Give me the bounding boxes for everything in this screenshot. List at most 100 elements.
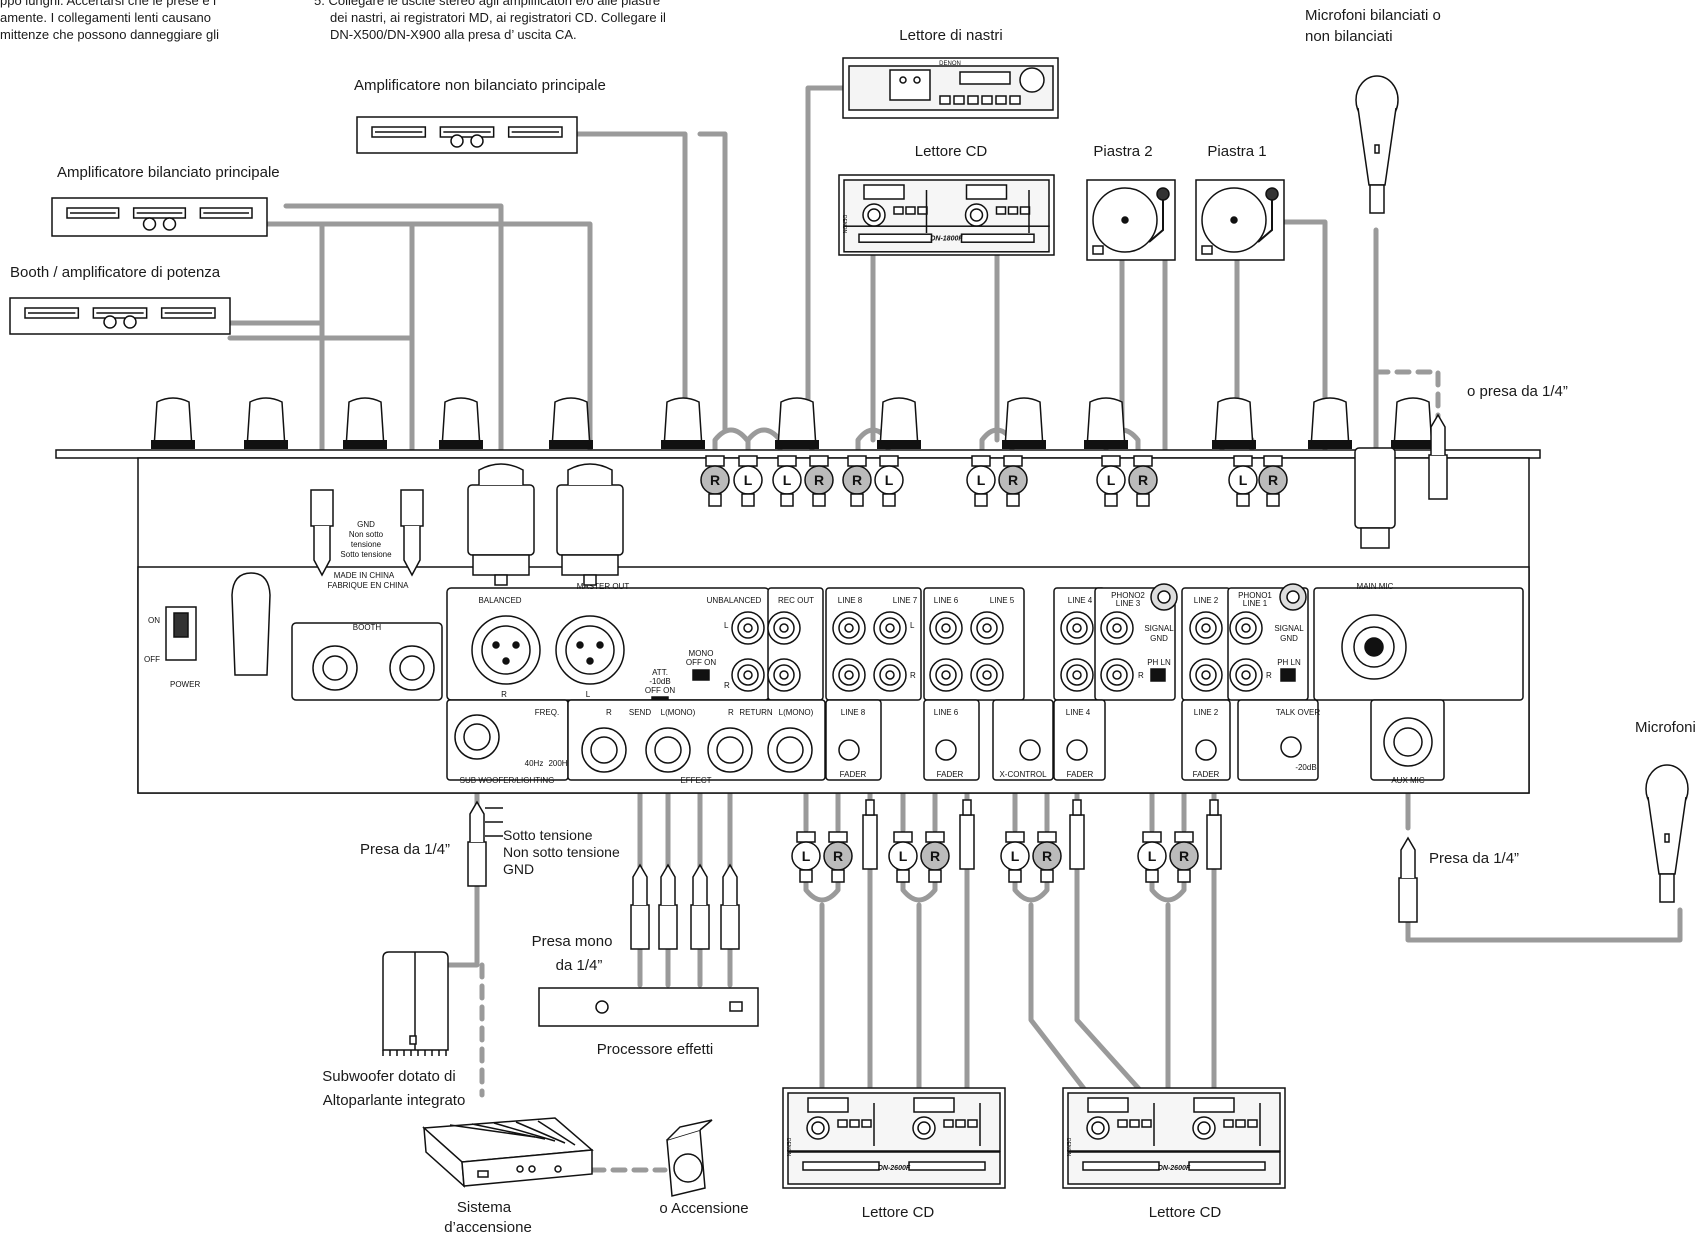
cd-player-top-button (893, 206, 904, 215)
rca-plug-top-letter: L (1239, 472, 1248, 488)
fader-text: FADER (840, 770, 867, 779)
booth-jack-l-inner (399, 655, 425, 681)
rca-plug-bottom-collar (796, 831, 816, 843)
tape-button (967, 95, 979, 105)
cd-player-bottom-1-display (913, 1097, 955, 1113)
subwoofer-label-line2: Altoparlante integrato (322, 1092, 466, 1109)
mixer-knob-base (343, 440, 387, 449)
intro-left-line: ppo lunghi. Accertarsi che le prese e i (0, 0, 217, 8)
line7-text: LINE 7 (893, 596, 918, 605)
cd-player-bottom-2-label: Lettore CD (1148, 1204, 1222, 1221)
fx-jack-inner (716, 736, 744, 764)
rca-plug-top-tip (780, 493, 794, 507)
mic-top-connector (1369, 184, 1385, 214)
booth-plug-body (400, 489, 424, 527)
xlr-plug-top (478, 463, 524, 485)
turntable-2-label: Piastra 2 (1093, 143, 1153, 160)
r-text: R (910, 671, 916, 680)
power-on-text: ON (148, 616, 160, 625)
cd-player-bottom-1-tray (908, 1161, 986, 1171)
tape-denon-text: DENON (939, 61, 961, 67)
jack-p2-r-pin (1112, 670, 1122, 680)
unbalanced-amplifier-knob (450, 134, 464, 148)
rca-plug-bottom-tip (799, 869, 813, 883)
ring-cold-label: Non sotto tensione (503, 844, 620, 860)
mixer-knob (879, 397, 919, 449)
fx-mono-plug-tip (722, 863, 738, 905)
rca-plug-bottom-tip (928, 869, 942, 883)
rca-plug-top-collar (1263, 455, 1283, 467)
unbalanced-amplifier-knob (470, 134, 484, 148)
cd-player-bottom-1-display (807, 1097, 849, 1113)
send-text: SEND (629, 708, 651, 717)
cable-booth-l (227, 320, 325, 498)
cd-player-bottom-1-denon-text: DENON (785, 1138, 791, 1156)
power-off-text: OFF (144, 655, 160, 664)
effect-section (567, 699, 826, 781)
mics-top-label-line1: Microfoni bilanciati o (1305, 7, 1441, 24)
line6-text: LINE 6 (934, 596, 959, 605)
xlr-r-text: R (501, 690, 507, 699)
rca-plug-bottom-collar (893, 831, 913, 843)
jack-rec-l-pin (779, 623, 789, 633)
tape-player-label: Lettore di nastri (899, 27, 1003, 44)
fader-l4-jack (1066, 739, 1088, 761)
fx-jack-inner (776, 736, 804, 764)
balanced-text: BALANCED (478, 596, 521, 605)
main-mic-combo-center (1364, 637, 1384, 657)
signal-gnd-2-knob-c (1157, 590, 1171, 604)
fader-line4-text: LINE 4 (1066, 708, 1091, 717)
cable-b1-loop (803, 877, 841, 903)
mixer-knob (1393, 397, 1433, 449)
rca-plug-bottom-tip (1177, 869, 1191, 883)
phln-text: PH LN (1147, 658, 1171, 667)
fader-plug-tip (962, 799, 972, 816)
cd-player-bottom-1-button (837, 1119, 848, 1128)
att-text: ATT. (652, 668, 668, 677)
rca-plug-top-letter: R (814, 472, 824, 488)
mic-top-switch (1374, 144, 1380, 154)
xlr-pin (596, 641, 604, 649)
cd-player-top-jog-inner (867, 208, 881, 222)
xlr-plug-end (583, 574, 597, 586)
fx-mono-plug-body (720, 904, 740, 950)
fader-l8-section (825, 699, 882, 781)
mixer-knob-base (549, 440, 593, 449)
turntable-1-start-button (1201, 245, 1213, 255)
r-text: R (1138, 671, 1144, 680)
rca-plug-bottom-collar (828, 831, 848, 843)
rca-plug-top-letter: R (1138, 472, 1148, 488)
x-control-text: X-CONTROL (999, 770, 1047, 779)
fader-l2-jack (1195, 739, 1217, 761)
xlr-pin (576, 641, 584, 649)
sub-jack-inner (463, 723, 491, 751)
cable-cd2-a (1028, 902, 1088, 1093)
signal-gnd-text: SIGNAL (1144, 624, 1174, 633)
fader-text: FADER (1193, 770, 1220, 779)
rca-plug-bottom-tip (1008, 869, 1022, 883)
rca-plug-top-collar (738, 455, 758, 467)
rca-plug-top-letter: L (977, 472, 986, 488)
cd-player-bottom-2-jog-inner (1197, 1121, 1211, 1135)
made-in-text: FABRIQUE EN CHINA (328, 581, 410, 590)
turntable-1-spindle (1230, 216, 1238, 224)
cd-player-bottom-2-display (1087, 1097, 1129, 1113)
jack-l4-l-pin (1072, 623, 1082, 633)
line4-text: LINE 4 (1068, 596, 1093, 605)
mixer-knob (246, 397, 286, 449)
main-mic-alt-plug-body (1428, 454, 1448, 500)
cd-player-bottom-1-label: Lettore CD (861, 1204, 935, 1221)
subwoofer-label-line1: Subwoofer dotato di (322, 1068, 456, 1085)
mixer-knob-base (661, 440, 705, 449)
mics-right-label: Microfoni (1635, 719, 1696, 736)
rca-plug-top-letter: R (1268, 472, 1278, 488)
mixer-knob-base (244, 440, 288, 449)
rca-plug-top-collar (879, 455, 899, 467)
fx-mono-plug-body (690, 904, 710, 950)
jack-l8-l-pin (844, 623, 854, 633)
xlr-pin (502, 657, 510, 665)
tape-button (981, 95, 993, 105)
phono1-text: PHONO1 (1238, 591, 1272, 600)
signal-gnd-text: GND (1280, 634, 1298, 643)
signal-gnd-text: GND (1150, 634, 1168, 643)
